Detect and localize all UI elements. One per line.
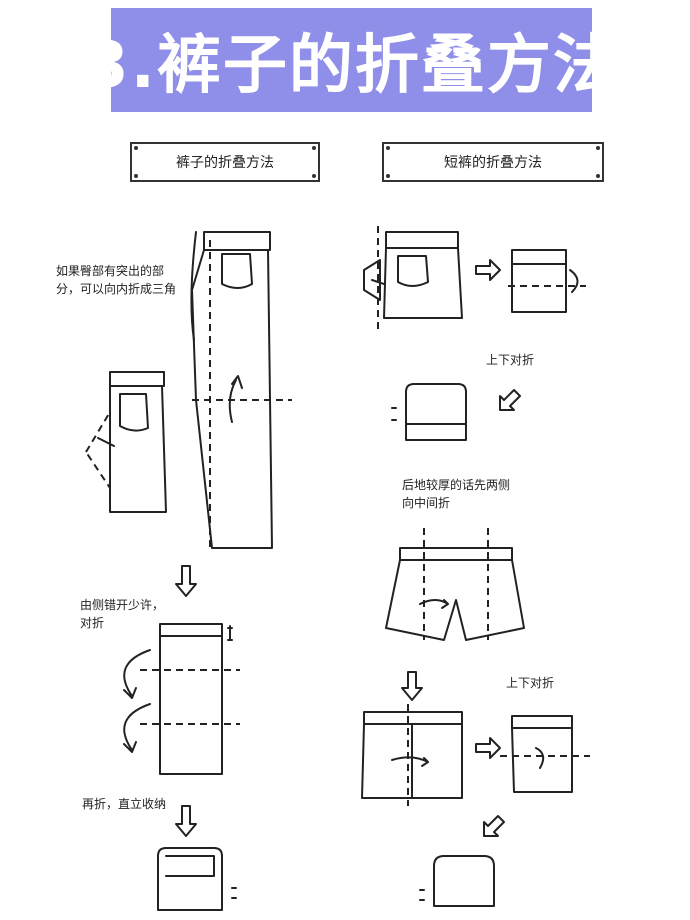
shorts-final-illustration [419,855,495,907]
right-section-header: 短裤的折叠方法 [382,142,604,182]
trousers-final-illustration [157,847,237,911]
left-header-text: 裤子的折叠方法 [176,155,274,171]
arrow-down-2 [175,805,197,837]
right-header-text: 短裤的折叠方法 [444,155,542,171]
title-number: 3 [84,29,131,103]
page-title: 3.裤子的折叠方法 [84,14,619,106]
arrow-down-left-1 [499,389,521,411]
shorts-folded-half-illustration [391,383,467,441]
right-note-sides: 后地较厚的话先两侧向中间折 [402,478,511,510]
arrow-down-1 [175,565,197,597]
shorts-folded-center-illustration [361,704,463,806]
arrow-right-2 [475,737,501,759]
shorts-folded-quarter-illustration [500,715,590,793]
left-note-stand: 再折，直立收纳 [82,797,167,811]
left-note-offset-fold: 由侧错开少许，对折 [80,598,165,630]
trousers-folded-thirds-illustration [123,623,240,775]
shorts-side-fold-illustration [363,226,463,332]
left-section-header: 裤子的折叠方法 [130,142,320,182]
shorts-wide-illustration [385,528,525,641]
arrow-right-1 [475,259,501,281]
title-text: .裤子的折叠方法 [130,29,619,103]
title-banner: 3.裤子的折叠方法 [84,8,617,112]
right-note-fold-half-2: 上下对折 [506,676,555,690]
shorts-folded-sides-illustration [508,249,586,313]
trousers-full-illustration [190,231,292,549]
left-note-triangle: 如果臀部有突出的部分，可以向内折成三角 [56,264,177,296]
right-note-fold-half: 上下对折 [486,353,535,367]
trousers-triangle-fold-illustration [84,371,167,513]
arrow-down-3 [401,671,423,701]
arrow-down-left-2 [483,815,505,837]
